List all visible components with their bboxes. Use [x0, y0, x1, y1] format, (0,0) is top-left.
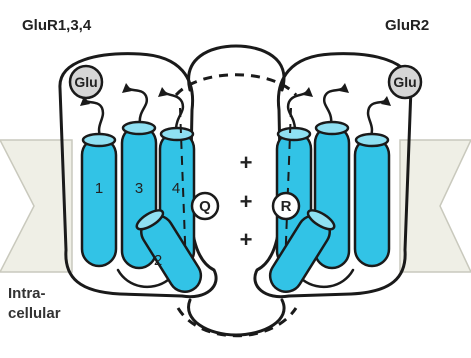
left-arrow-2-icon [122, 83, 132, 93]
helix-1-label: 1 [95, 180, 103, 197]
charge-plus-middle: + [240, 189, 253, 214]
right-glu-label: Glu [393, 74, 416, 90]
right-loop-1 [368, 100, 387, 136]
pore-outline [189, 46, 285, 335]
helix-3-label: 3 [135, 180, 143, 197]
right-helix-a [355, 138, 389, 266]
left-glu-label: Glu [74, 74, 97, 90]
right-helix-c-top [278, 128, 310, 140]
charge-plus-bottom: + [240, 227, 253, 252]
left-arrow-3-icon [158, 87, 168, 97]
left-loop-2 [128, 88, 147, 124]
membrane-band-right [400, 140, 471, 272]
right-subunit-title: GluR2 [385, 17, 429, 34]
helix-4-label: 4 [172, 180, 180, 197]
intracellular-label-line2: cellular [8, 305, 61, 322]
left-helix-3-top [123, 122, 155, 134]
right-helix-a-top [356, 134, 388, 146]
residue-r-label: R [281, 198, 292, 215]
right-arrow-3-icon [303, 87, 313, 97]
intracellular-label-line1: Intra- [8, 285, 46, 302]
left-helix-1-top [83, 134, 115, 146]
left-loop-1 [84, 100, 103, 136]
left-helix-1 [82, 138, 116, 266]
right-helix-b-top [316, 122, 348, 134]
residue-q-label: Q [199, 198, 211, 215]
right-loop-2 [324, 88, 343, 124]
left-helix-4-top [161, 128, 193, 140]
charge-plus-top: + [240, 150, 253, 175]
left-subunit-title: GluR1,3,4 [22, 17, 92, 34]
right-arrow-2-icon [339, 83, 349, 93]
helix-2-label: 2 [154, 252, 162, 269]
